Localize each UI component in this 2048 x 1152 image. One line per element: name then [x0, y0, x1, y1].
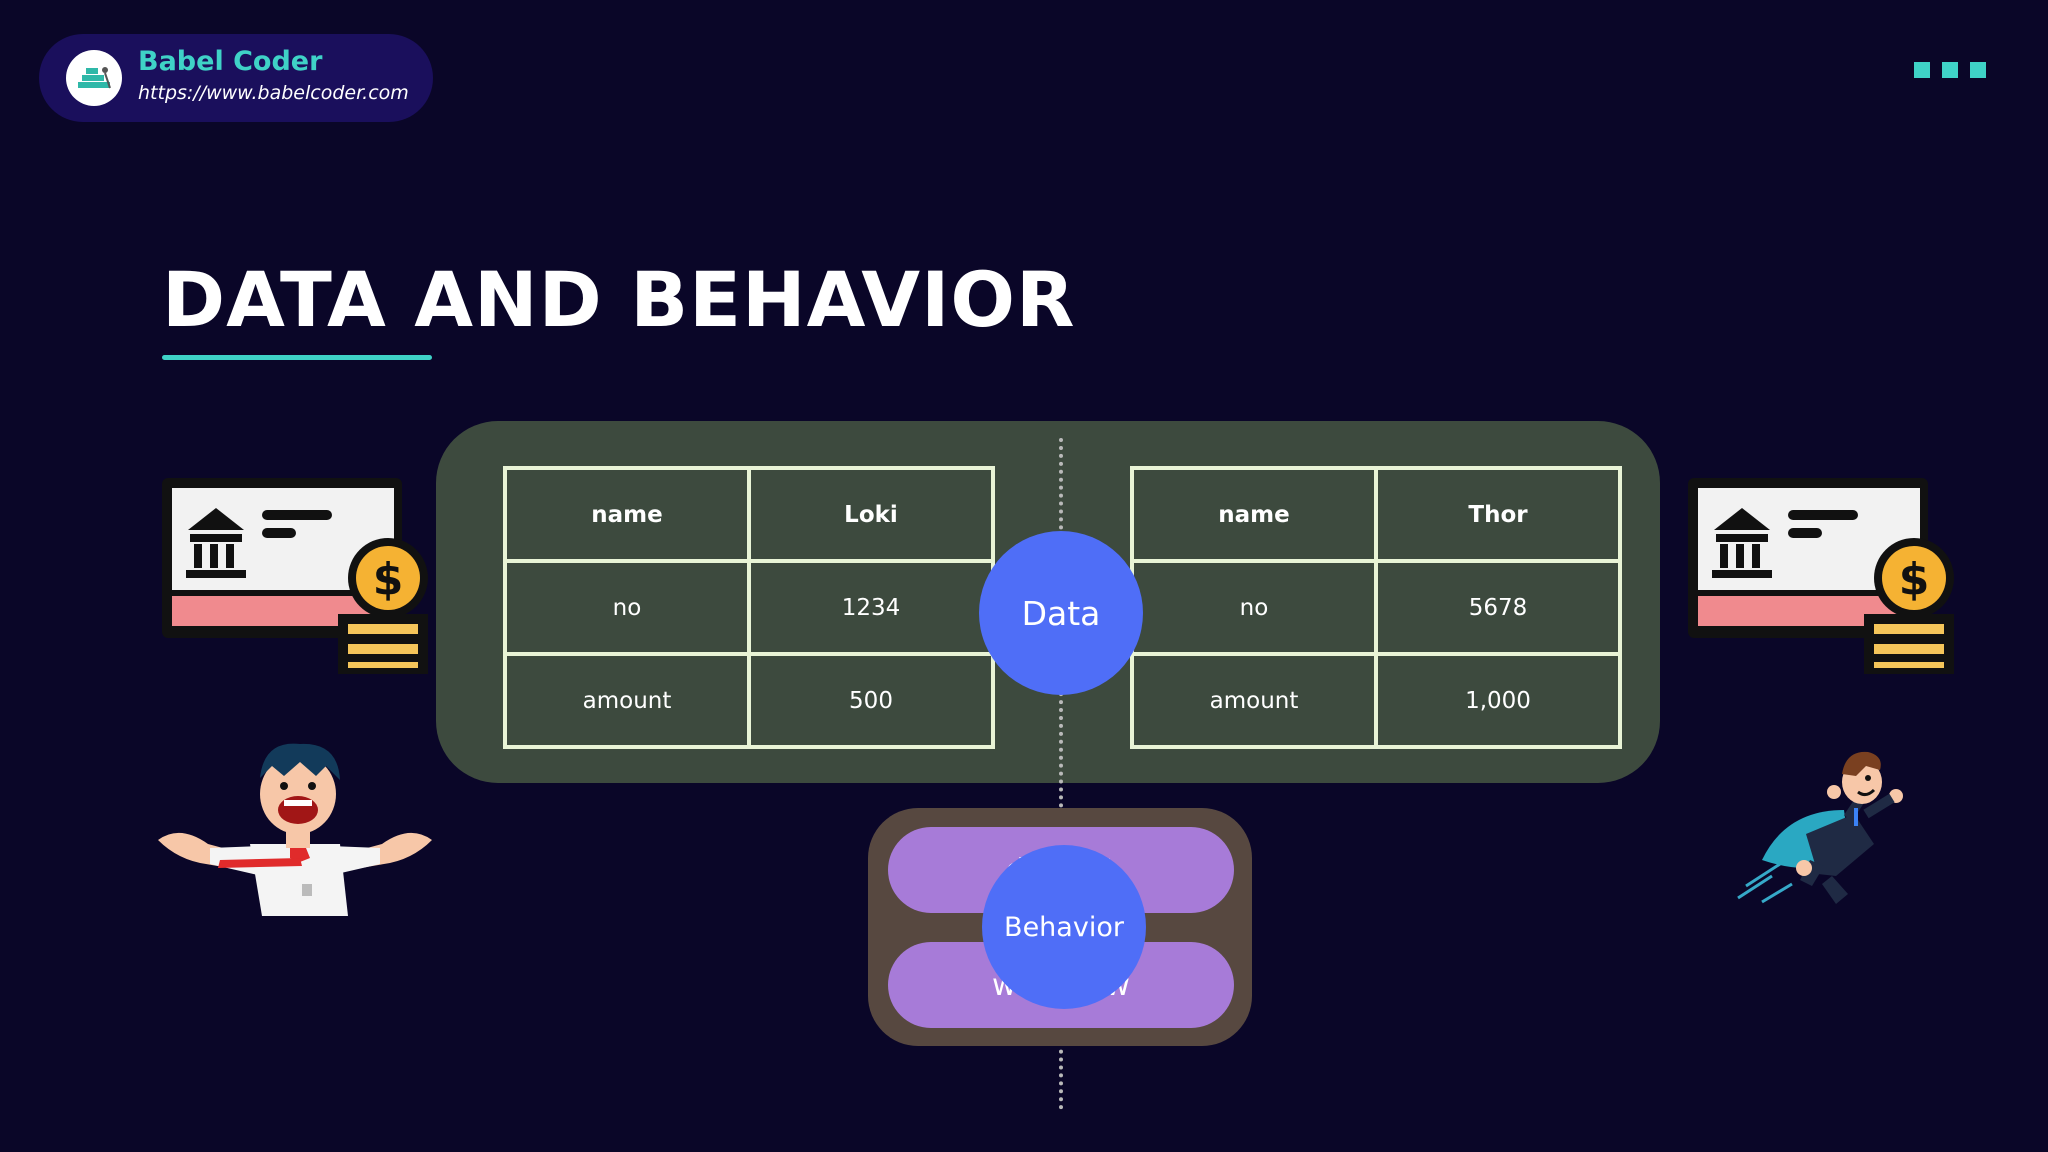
table-cell: no — [503, 559, 751, 656]
table-row: name Loki — [503, 466, 995, 563]
table-cell: 1234 — [747, 559, 995, 656]
flying-superhero-businessman-illustration — [1737, 751, 1903, 904]
table-cell: amount — [1130, 652, 1378, 749]
table-cell: name — [503, 466, 751, 563]
table-row: amount 1,000 — [1130, 652, 1622, 749]
page-title: DATA AND BEHAVIOR — [162, 255, 1076, 344]
three-dots-icon[interactable] — [1914, 62, 1998, 78]
dotted-divider — [1059, 438, 1063, 1110]
table-cell: 5678 — [1374, 559, 1622, 656]
bank-check-icon: $ — [162, 478, 428, 674]
account-table-loki: name Loki no 1234 amount 500 — [503, 466, 995, 749]
brand-url[interactable]: https://www.babelcoder.com — [138, 82, 409, 104]
table-row: name Thor — [1130, 466, 1622, 563]
bank-check-icon: $ — [1688, 478, 1954, 674]
table-cell: no — [1130, 559, 1378, 656]
table-cell: amount — [503, 652, 751, 749]
svg-text:$: $ — [373, 554, 404, 605]
laughing-businessman-illustration — [158, 743, 432, 916]
table-cell: 500 — [747, 652, 995, 749]
behavior-bubble: Behavior — [982, 845, 1146, 1009]
svg-text:$: $ — [1899, 554, 1930, 605]
data-bubble: Data — [979, 531, 1143, 695]
table-cell: name — [1130, 466, 1378, 563]
babel-coder-logo-icon — [66, 50, 122, 106]
table-cell: Loki — [747, 466, 995, 563]
account-table-thor: name Thor no 5678 amount 1,000 — [1130, 466, 1622, 749]
brand-name: Babel Coder — [138, 46, 323, 77]
table-row: no 1234 — [503, 559, 995, 656]
table-cell: 1,000 — [1374, 652, 1622, 749]
table-row: amount 500 — [503, 652, 995, 749]
table-cell: Thor — [1374, 466, 1622, 563]
table-row: no 5678 — [1130, 559, 1622, 656]
brand-badge[interactable]: Babel Coder https://www.babelcoder.com — [39, 34, 433, 122]
title-underline — [162, 355, 432, 360]
